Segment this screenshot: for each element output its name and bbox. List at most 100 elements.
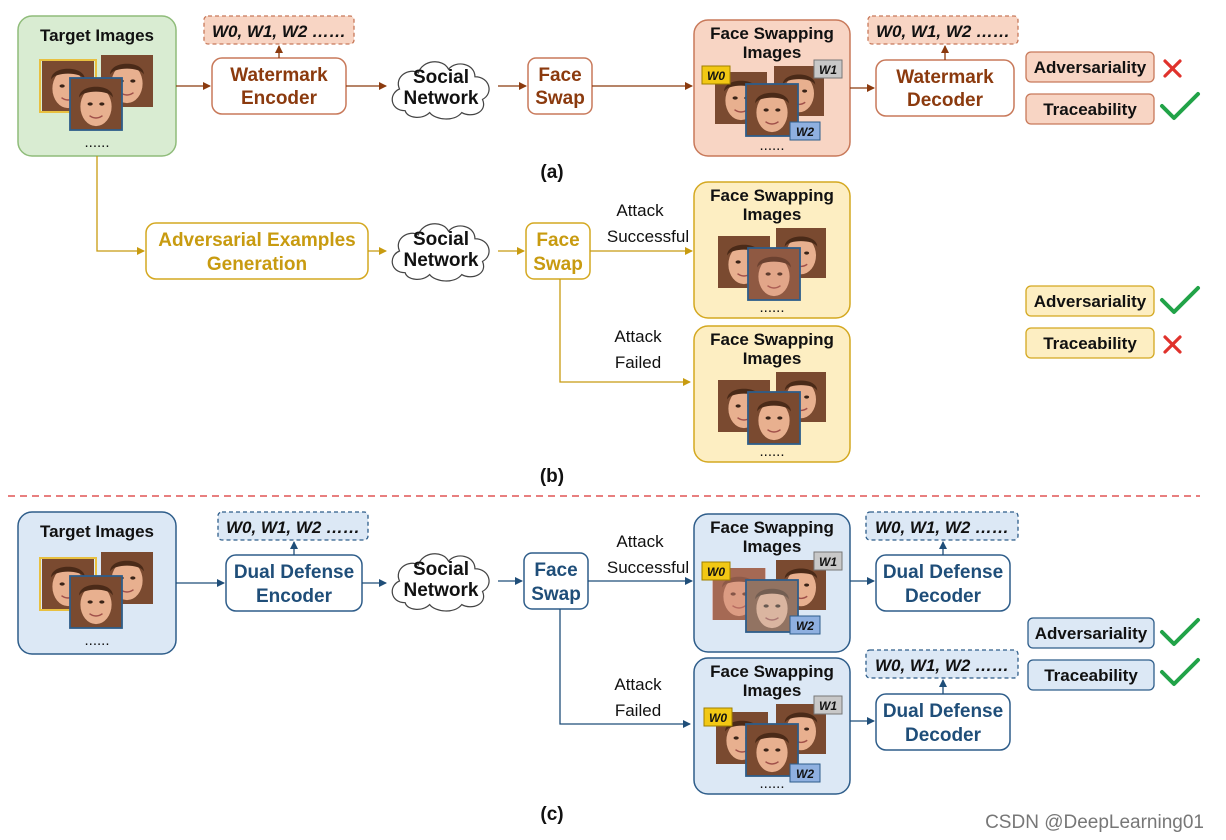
panel-c: Target Images ...... Dual Defense Encode… — [17, 511, 1200, 825]
successful-label-c: Successful — [607, 558, 689, 577]
check-icon — [1160, 286, 1200, 314]
face-swap-label-1-b: Face — [536, 230, 579, 251]
failed-label-c: Failed — [615, 701, 661, 720]
face-swap-label-2-a: Swap — [535, 88, 585, 109]
panel-a-label: (a) — [540, 162, 563, 183]
swapped-faces-b-success — [718, 228, 826, 301]
adversariality-label-a: Adversariality — [1034, 58, 1147, 77]
w1-tag-a — [813, 59, 843, 79]
dual-defense-decoder-label-1-success: Dual Defense — [883, 562, 1003, 583]
face-swap-label-1-c: Face — [534, 560, 577, 581]
w0-label-a: W0 — [707, 69, 725, 83]
watermark-output-text-c-success: W0, W1, W2 …… — [875, 518, 1009, 537]
failed-label-b: Failed — [615, 353, 661, 372]
successful-label-b: Successful — [607, 227, 689, 246]
w2-tag-a — [789, 121, 821, 141]
swapped-dots-a: ...... — [759, 137, 784, 154]
traceability-label-c: Traceability — [1044, 666, 1138, 685]
swapped-faces-c-success — [712, 560, 826, 633]
cross-icon — [1163, 59, 1182, 78]
watermark-encoder-label-1: Watermark — [230, 65, 328, 86]
adversariality-label-b: Adversariality — [1034, 292, 1147, 311]
dual-defense-decoder-label-2-success: Decoder — [905, 586, 982, 607]
face-swap-label-2-b: Swap — [533, 254, 583, 275]
adversariality-badge-a — [1025, 51, 1155, 83]
attack-label-b-failed: Attack — [614, 327, 662, 346]
attack-label-c-failed: Attack — [614, 675, 662, 694]
traceability-badge-a — [1025, 93, 1155, 125]
face-swap-label-1-a: Face — [538, 65, 581, 86]
adversarial-examples-label-2: Generation — [207, 254, 307, 275]
target-dots-a: ...... — [84, 134, 109, 151]
target-dots-c: ...... — [84, 632, 109, 649]
social-label-a: Social — [413, 67, 469, 88]
adversariality-badge-b — [1025, 285, 1155, 317]
w0-label-c-failed: W0 — [709, 711, 727, 725]
face-swapping-title-1-b-success: Face Swapping — [710, 186, 834, 205]
watermark-encoder-label-2: Encoder — [241, 88, 318, 109]
network-label-a: Network — [404, 88, 479, 109]
watermark-decoder-label-1: Watermark — [896, 67, 994, 88]
panel-a: Target Images ...... Watermark Encoder W… — [17, 15, 1200, 183]
target-images-title-c: Target Images — [40, 522, 154, 541]
dual-defense-decoder-label-1-failed: Dual Defense — [883, 701, 1003, 722]
csdn-credit: CSDN @DeepLearning01 — [985, 812, 1204, 833]
w1-label-c-success: W1 — [819, 555, 837, 569]
w1-tag-c-failed — [813, 695, 843, 715]
swapped-dots-b-success: ...... — [759, 299, 784, 316]
face-swapping-title-1-b-failed: Face Swapping — [710, 330, 834, 349]
face-swap-label-2-c: Swap — [531, 584, 581, 605]
dual-defense-decoder-label-2-failed: Decoder — [905, 725, 982, 746]
face-swapping-title-2-c-failed: Images — [743, 681, 802, 700]
target-faces-c — [39, 552, 153, 629]
traceability-label-a: Traceability — [1043, 100, 1137, 119]
w1-label-c-failed: W1 — [819, 699, 837, 713]
watermark-decoder-label-2: Decoder — [907, 90, 984, 111]
traceability-badge-b — [1025, 327, 1155, 359]
w0-tag-a — [701, 65, 731, 85]
face-swapping-title-2-a: Images — [743, 43, 802, 62]
panel-b-label: (b) — [540, 466, 564, 487]
swapped-dots-b-failed: ...... — [759, 443, 784, 460]
target-images-title-a: Target Images — [40, 26, 154, 45]
attack-label-b-success: Attack — [616, 201, 664, 220]
face-swapping-title-1-a: Face Swapping — [710, 24, 834, 43]
traceability-badge-c — [1027, 659, 1155, 691]
watermark-input-tag-c — [217, 511, 369, 541]
w2-tag-c-success — [789, 615, 821, 635]
cross-icon — [1163, 335, 1182, 354]
w1-label-a: W1 — [819, 63, 837, 77]
attack-label-c-success: Attack — [616, 532, 664, 551]
dual-defense-encoder-label-2: Encoder — [256, 586, 333, 607]
target-faces-a — [39, 55, 153, 131]
adversariality-label-c: Adversariality — [1035, 624, 1148, 643]
watermark-output-text-c-failed: W0, W1, W2 …… — [875, 656, 1009, 675]
check-icon — [1160, 618, 1200, 646]
w2-label-a: W2 — [796, 125, 814, 139]
watermark-input-text-c: W0, W1, W2 …… — [226, 518, 360, 537]
dual-defense-encoder-label-1: Dual Defense — [234, 562, 354, 583]
face-swapping-title-2-b-failed: Images — [743, 349, 802, 368]
w2-label-c-failed: W2 — [796, 767, 814, 781]
watermark-output-text-a: W0, W1, W2 …… — [876, 22, 1010, 41]
adversarial-examples-label-1: Adversarial Examples — [158, 230, 356, 251]
w2-label-c-success: W2 — [796, 619, 814, 633]
panel-b: Adversarial Examples Generation Social N… — [96, 156, 1200, 487]
w2-tag-c-failed — [789, 763, 821, 783]
w0-tag-c-success — [701, 561, 731, 581]
swapped-faces-a — [715, 66, 824, 137]
face-swapping-title-1-c-success: Face Swapping — [710, 518, 834, 537]
watermark-output-tag-c-success — [865, 511, 1019, 541]
swapped-dots-c-failed: ...... — [759, 775, 784, 792]
watermark-output-tag-a — [867, 15, 1019, 45]
watermark-input-text-a: W0, W1, W2 …… — [212, 22, 346, 41]
social-label-c: Social — [413, 559, 469, 580]
social-label-b: Social — [413, 229, 469, 250]
face-swapping-title-2-b-success: Images — [743, 205, 802, 224]
panel-c-label: (c) — [540, 804, 563, 825]
w1-tag-c-success — [813, 551, 843, 571]
w0-tag-c-failed — [703, 707, 733, 727]
check-icon — [1160, 658, 1200, 686]
network-label-c: Network — [404, 580, 479, 601]
